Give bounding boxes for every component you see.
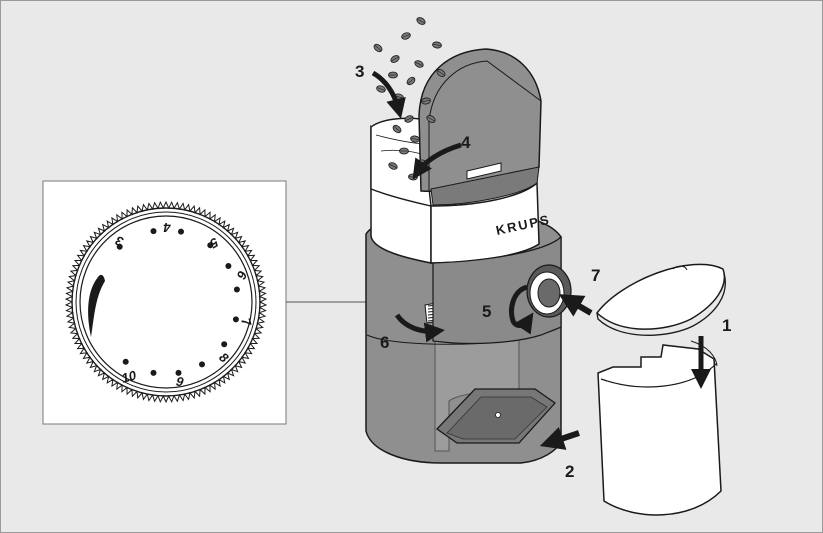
dial-number-4: 4 [163,220,172,235]
callout-2: 2 [565,463,574,480]
arrow-step-3 [373,73,399,111]
coffee-bean [401,32,412,41]
coffee-bean [432,41,442,48]
callout-1: 1 [722,317,731,334]
arrow-step-7 [567,299,591,313]
dial-inset: 3 4 5 6 7 8 9 10 [43,181,286,424]
container-lid [597,264,725,335]
coffee-bean [406,76,417,86]
coffee-bean [414,59,425,68]
dial-dot [234,287,240,293]
coffee-bean [416,16,427,26]
coffee-bean [408,174,417,181]
coffee-bean [400,148,409,154]
dial-dot [199,361,205,367]
dial-dot [178,229,184,235]
callout-5: 5 [482,303,491,320]
coffee-bean [389,72,398,78]
callout-3: 3 [355,63,364,80]
dial-dot [225,263,231,269]
callout-7: 7 [591,267,600,284]
timer-dial [527,265,571,317]
dial-dot [221,341,227,347]
coffee-bean [390,54,401,64]
dial-dot [151,228,157,234]
dial-dot [151,370,157,376]
callout-6: 6 [380,334,389,351]
callout-4: 4 [461,134,470,151]
coffee-bean [373,43,384,53]
dial-dot [123,359,129,365]
